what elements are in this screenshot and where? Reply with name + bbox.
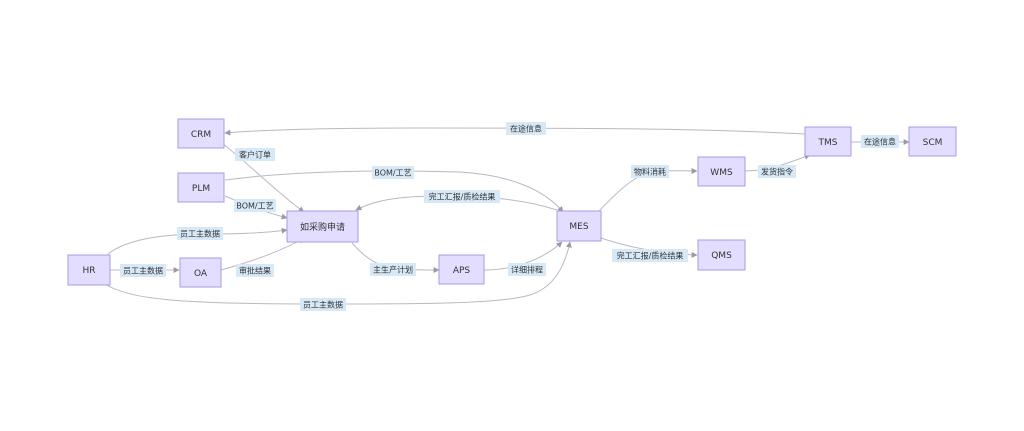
svg-text:审批结果: 审批结果 bbox=[239, 266, 271, 276]
svg-text:PLM: PLM bbox=[192, 184, 210, 194]
edge-label-oa-purchase: 审批结果 bbox=[236, 264, 274, 277]
svg-text:CRM: CRM bbox=[191, 130, 211, 140]
svg-text:OA: OA bbox=[194, 269, 208, 279]
svg-text:HR: HR bbox=[82, 266, 95, 276]
svg-text:在途信息: 在途信息 bbox=[510, 124, 542, 134]
edge-label-plm-mes: BOM/工艺 bbox=[372, 166, 414, 179]
edge-hr-mes bbox=[102, 241, 572, 305]
svg-text:如采购申请: 如采购申请 bbox=[300, 221, 345, 233]
node-mes[interactable]: MES bbox=[556, 210, 602, 242]
svg-text:主生产计划: 主生产计划 bbox=[373, 265, 413, 275]
node-crm[interactable]: CRM bbox=[177, 118, 225, 149]
node-qms[interactable]: QMS bbox=[697, 239, 746, 271]
edges bbox=[102, 127, 910, 305]
svg-text:客户订单: 客户订单 bbox=[239, 150, 271, 160]
edge-label-crm-purchase: 客户订单 bbox=[235, 148, 275, 161]
edge-label-plm-purchase: BOM/工艺 bbox=[234, 199, 276, 212]
edge-label-purchase-aps: 主生产计划 bbox=[370, 263, 416, 276]
svg-text:MES: MES bbox=[569, 222, 588, 232]
edge-tms-crm bbox=[224, 127, 806, 136]
nodes: CRM PLM HR OA 如采购申请 APS MES WMS bbox=[67, 118, 957, 288]
svg-text:物料消耗: 物料消耗 bbox=[634, 167, 666, 177]
edge-crm-purchase bbox=[221, 142, 305, 213]
node-tms[interactable]: TMS bbox=[804, 126, 852, 157]
edge-label-aps-mes: 详细排程 bbox=[508, 263, 546, 276]
svg-text:SCM: SCM bbox=[923, 138, 943, 148]
node-hr[interactable]: HR bbox=[67, 254, 111, 286]
svg-text:员工主数据: 员工主数据 bbox=[123, 266, 163, 276]
svg-text:QMS: QMS bbox=[711, 251, 732, 261]
edge-label-tms-scm: 在途信息 bbox=[861, 135, 899, 148]
svg-text:BOM/工艺: BOM/工艺 bbox=[236, 202, 273, 211]
edge-label-mes-purchase: 完工汇报/质检结果 bbox=[424, 190, 500, 203]
edge-label-mes-wms: 物料消耗 bbox=[631, 165, 669, 178]
edge-label-hr-mes: 员工主数据 bbox=[300, 298, 346, 311]
svg-text:在途信息: 在途信息 bbox=[864, 137, 896, 147]
svg-text:WMS: WMS bbox=[710, 168, 733, 178]
node-plm[interactable]: PLM bbox=[177, 172, 225, 203]
node-aps[interactable]: APS bbox=[438, 254, 485, 285]
svg-text:APS: APS bbox=[453, 266, 471, 276]
svg-text:完工汇报/质检结果: 完工汇报/质检结果 bbox=[429, 192, 496, 202]
edge-label-hr-purchase: 员工主数据 bbox=[177, 227, 223, 240]
svg-text:员工主数据: 员工主数据 bbox=[180, 229, 220, 239]
edge-label-mes-qms: 完工汇报/质检结果 bbox=[612, 249, 688, 262]
edge-label-tms-crm: 在途信息 bbox=[506, 122, 546, 135]
node-wms[interactable]: WMS bbox=[697, 156, 746, 187]
node-scm[interactable]: SCM bbox=[908, 126, 957, 157]
edge-label-wms-tms: 发货指令 bbox=[758, 165, 796, 178]
edge-plm-mes bbox=[224, 170, 564, 213]
node-oa[interactable]: OA bbox=[179, 257, 222, 288]
edge-labels: 在途信息 客户订单 BOM/工艺 BOM/工艺 完工汇报/质检结果 员工主数据 … bbox=[120, 122, 899, 311]
svg-text:详细排程: 详细排程 bbox=[511, 265, 543, 275]
svg-text:发货指令: 发货指令 bbox=[761, 167, 793, 177]
svg-text:完工汇报/质检结果: 完工汇报/质检结果 bbox=[617, 251, 684, 261]
edge-label-hr-oa: 员工主数据 bbox=[120, 264, 166, 277]
node-purchase[interactable]: 如采购申请 bbox=[286, 210, 359, 243]
svg-text:BOM/工艺: BOM/工艺 bbox=[374, 169, 411, 178]
svg-text:TMS: TMS bbox=[818, 138, 838, 148]
svg-text:员工主数据: 员工主数据 bbox=[303, 300, 343, 310]
